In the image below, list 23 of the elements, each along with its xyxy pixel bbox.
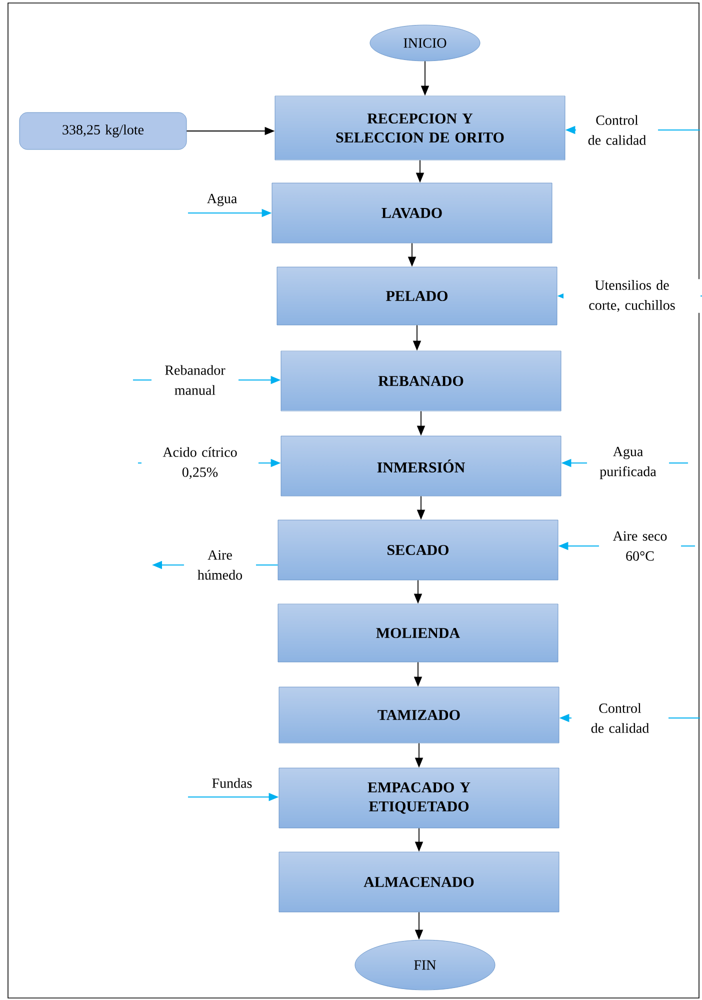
edge-label: Agua xyxy=(206,194,237,206)
edge-label: Aire húmedo xyxy=(184,549,256,581)
edge-label: Rebanador manual xyxy=(152,364,238,396)
edge-label: Fundas xyxy=(212,778,252,788)
process-box: LAVADO xyxy=(272,182,552,244)
process-box: INMERSIÓN xyxy=(280,436,562,496)
oval-node: FIN xyxy=(354,940,496,990)
process-box: RECEPCION Y SELECCION DE ORITO xyxy=(274,96,566,160)
edge-label: Control de calidad xyxy=(576,114,658,146)
process-box: REBANADO xyxy=(280,350,562,412)
process-box: PELADO xyxy=(276,266,558,326)
edge-label: Agua purificada xyxy=(587,446,669,480)
process-box: TAMIZADO xyxy=(278,686,560,744)
edge-label: Utensilios de corte, cuchillos xyxy=(564,279,700,313)
edge-label: Acido cítrico 0,25% xyxy=(142,446,258,480)
input-box: 338,25 kg/lote xyxy=(19,112,187,150)
process-box: ALMACENADO xyxy=(278,852,560,912)
process-box: EMPACADO Y ETIQUETADO xyxy=(278,768,560,828)
process-box: SECADO xyxy=(278,520,558,580)
oval-node: INICIO xyxy=(370,24,480,62)
edge-label: Control de calidad xyxy=(572,702,668,734)
process-box: MOLIENDA xyxy=(278,604,558,662)
edge-label: Aire seco 60°C xyxy=(599,530,681,562)
